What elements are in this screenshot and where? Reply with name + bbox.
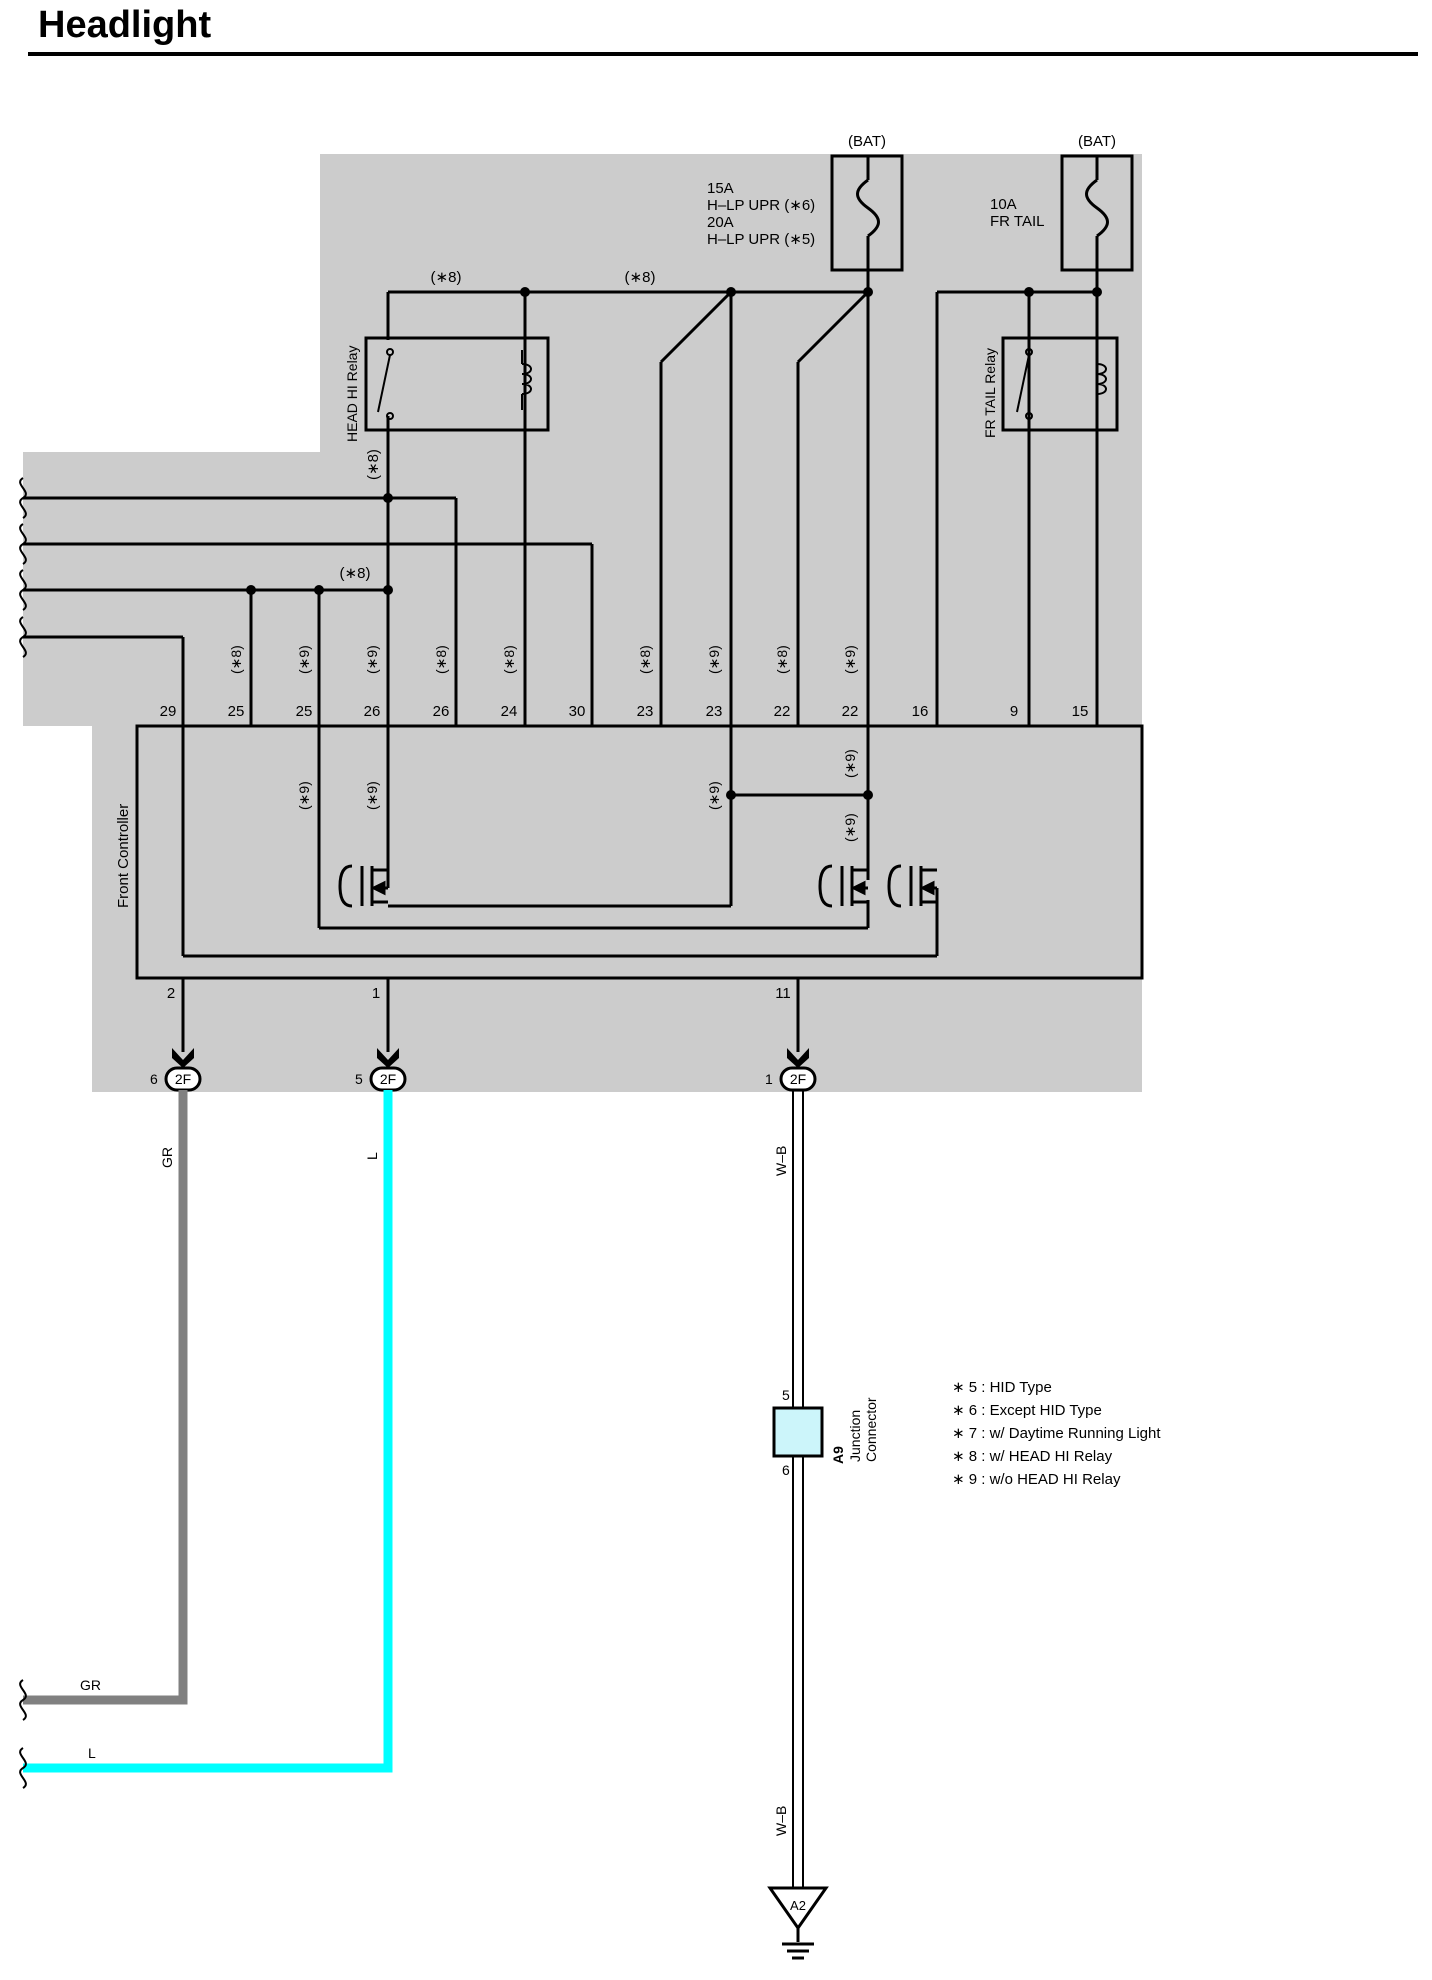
junction-labels: 5 6 A9 Junction Connector xyxy=(782,1387,879,1478)
connector-2-code: 2F xyxy=(380,1071,396,1087)
pin-15: 15 xyxy=(1072,703,1089,720)
fuse-1-line-3: 20A xyxy=(707,214,734,231)
ground-code: A2 xyxy=(790,1898,806,1913)
internal-note-3: (∗9) xyxy=(706,781,722,810)
top-pin-labels: 29 25 25 26 26 24 30 23 23 22 22 16 9 15 xyxy=(160,703,1089,720)
pin-note-25b: (∗9) xyxy=(296,645,312,674)
bat-label-2: (BAT) xyxy=(1078,133,1116,150)
bottom-pins: 2 1 11 xyxy=(167,985,791,1002)
pin-22b: 22 xyxy=(842,703,859,720)
legend-item-3: ∗ 7 : w/ Daytime Running Light xyxy=(952,1425,1161,1442)
pin-23a: 23 xyxy=(637,703,654,720)
pin-2: 2 xyxy=(167,985,175,1002)
junction-name-2: Connector xyxy=(863,1397,879,1462)
pin-24: 24 xyxy=(501,703,518,720)
connector-1-pin: 6 xyxy=(150,1071,158,1087)
fuse-1-line-2: H–LP UPR (∗6) xyxy=(707,197,815,214)
internal-note-1: (∗9) xyxy=(296,781,312,810)
connector-2-pin: 5 xyxy=(355,1071,363,1087)
pin-note-25a: (∗8) xyxy=(228,645,244,674)
gr-wire xyxy=(23,1090,188,1705)
note-bus-1: (∗8) xyxy=(431,269,462,286)
internal-note-4: (∗9) xyxy=(842,749,858,778)
note-relay-contact: (∗8) xyxy=(365,449,382,480)
pin-25a: 25 xyxy=(228,703,245,720)
pin-note-23b: (∗9) xyxy=(706,645,722,674)
page-title: Headlight xyxy=(38,4,212,46)
bat-label-1: (BAT) xyxy=(848,133,886,150)
pin-1: 1 xyxy=(372,985,380,1002)
fuse-2-line-1: 10A xyxy=(990,196,1017,213)
pin-note-22a: (∗8) xyxy=(774,645,790,674)
fuse-1-line-4: H–LP UPR (∗5) xyxy=(707,231,815,248)
legend: ∗ 5 : HID Type ∗ 6 : Except HID Type ∗ 7… xyxy=(952,1379,1161,1488)
connector-1-code: 2F xyxy=(175,1071,191,1087)
legend-item-4: ∗ 8 : w/ HEAD HI Relay xyxy=(952,1448,1113,1465)
front-controller-label: Front Controller xyxy=(115,804,132,908)
fuse-1-line-1: 15A xyxy=(707,180,734,197)
legend-item-5: ∗ 9 : w/o HEAD HI Relay xyxy=(952,1471,1121,1488)
head-hi-relay-label: HEAD HI Relay xyxy=(344,346,360,442)
title-rule xyxy=(28,52,1418,56)
pin-30: 30 xyxy=(569,703,586,720)
transistor-3 xyxy=(887,864,937,908)
junction-code: A9 xyxy=(830,1446,846,1464)
pin-26a: 26 xyxy=(364,703,381,720)
wire-label-gr-vertical: GR xyxy=(159,1147,175,1168)
connector-3-code: 2F xyxy=(790,1071,806,1087)
connector-2f-3 xyxy=(779,1048,817,1092)
note-bus-2: (∗8) xyxy=(625,269,656,286)
wire-label-l-horizontal: L xyxy=(88,1745,96,1761)
legend-item-2: ∗ 6 : Except HID Type xyxy=(952,1402,1102,1419)
junction-pin-top: 5 xyxy=(782,1387,790,1403)
l-wire xyxy=(23,1090,393,1773)
pin-note-26a: (∗9) xyxy=(364,645,380,674)
junction-name-1: Junction xyxy=(847,1410,863,1462)
wire-label-gr-horizontal: GR xyxy=(80,1677,101,1693)
wire-label-wb-top: W–B xyxy=(773,1146,789,1176)
internal-note-5: (∗9) xyxy=(842,813,858,842)
wire-label-wb-bottom: W–B xyxy=(773,1806,789,1836)
pin-23b: 23 xyxy=(706,703,723,720)
transistor-1 xyxy=(338,864,388,908)
shaded-area xyxy=(23,154,1142,1092)
top-pin-notes: (∗8) (∗9) (∗9) (∗8) (∗8) (∗8) (∗9) (∗8) … xyxy=(228,645,858,674)
junction-pin-bottom: 6 xyxy=(782,1462,790,1478)
output-break-marks xyxy=(19,1679,27,1789)
front-controller-box xyxy=(135,724,1144,980)
internal-note-2: (∗9) xyxy=(364,781,380,810)
pin-note-23a: (∗8) xyxy=(637,645,653,674)
pin-16: 16 xyxy=(912,703,929,720)
junction-dots xyxy=(246,287,1102,800)
bottom-pin-wires xyxy=(181,978,800,1052)
pin-26b: 26 xyxy=(433,703,450,720)
wire-break-marks xyxy=(19,477,27,658)
head-hi-relay xyxy=(364,336,550,432)
pin-29: 29 xyxy=(160,703,177,720)
legend-item-1: ∗ 5 : HID Type xyxy=(952,1379,1052,1396)
pin-note-24: (∗8) xyxy=(501,645,517,674)
ground-symbol xyxy=(767,1886,829,1960)
wb-wire xyxy=(792,1090,804,1888)
pin-22a: 22 xyxy=(774,703,791,720)
internal-notes: (∗9) (∗9) (∗9) (∗9) (∗9) xyxy=(296,749,858,842)
pin-note-22b: (∗9) xyxy=(842,645,858,674)
pin-11: 11 xyxy=(775,985,791,1002)
note-harness: (∗8) xyxy=(340,565,371,582)
transistor-2 xyxy=(818,864,868,908)
connector-labels: 6 2F 5 2F 1 2F xyxy=(150,1071,806,1087)
pin-9: 9 xyxy=(1010,703,1018,720)
junction-connector-box xyxy=(772,1406,824,1458)
fuse-2-line-2: FR TAIL xyxy=(990,213,1044,230)
pin-25b: 25 xyxy=(296,703,313,720)
connector-3-pin: 1 xyxy=(765,1071,773,1087)
pin-note-26b: (∗8) xyxy=(433,645,449,674)
fr-tail-relay-label: FR TAIL Relay xyxy=(982,348,998,438)
fuse-fr-tail xyxy=(1060,154,1134,292)
wire-label-l-vertical: L xyxy=(364,1152,380,1160)
